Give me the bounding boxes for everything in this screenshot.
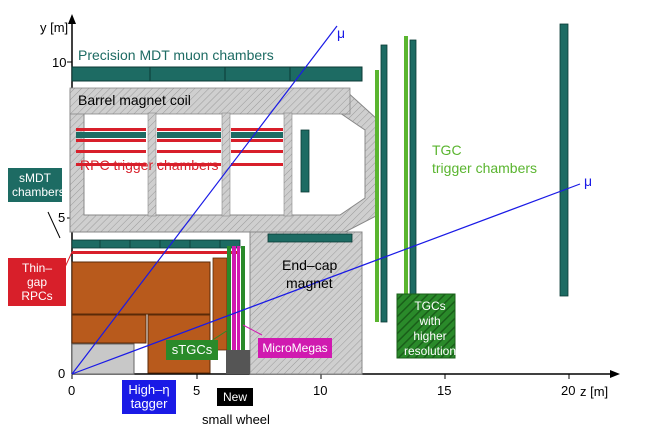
y-tick-0: 0 xyxy=(58,366,66,381)
micromegas-box: MicroMegas xyxy=(258,338,332,358)
tgc-hr-line1: TGCs with xyxy=(414,299,446,328)
barrel-coil-band xyxy=(69,87,351,115)
high-eta-line1: High–η xyxy=(128,382,170,397)
high-eta-tagger-box: High–η tagger xyxy=(122,380,176,414)
thin-gap-rpc-strip xyxy=(72,251,237,254)
x-axis-label: z [m] xyxy=(580,384,609,399)
endcap-mdt-strip xyxy=(267,233,353,243)
new-box-text: New xyxy=(222,390,247,404)
tgc-hr-line3: resolution xyxy=(404,344,457,358)
x-axis-ticks xyxy=(67,61,570,379)
calorimeter-block xyxy=(71,314,147,344)
x-axis-arrow xyxy=(610,370,620,378)
endcap-label-line2: magnet xyxy=(286,275,333,291)
tgc-label-line1: TGC xyxy=(432,142,462,158)
x-tick-5: 5 xyxy=(193,383,201,398)
smdt-chamber-dividers xyxy=(99,240,221,248)
thin-gap-box-line1: Thin–gap xyxy=(21,261,53,289)
tgc-hr-line2: higher xyxy=(413,329,447,343)
new-box: New xyxy=(217,388,253,406)
mdt-label: Precision MDT muon chambers xyxy=(78,47,274,63)
thin-gap-rpc-box: Thin–gap RPCs xyxy=(8,258,66,306)
y-tick-10: 10 xyxy=(52,55,67,70)
y-tick-5: 5 xyxy=(58,210,66,225)
mdt-chamber-top xyxy=(71,66,363,82)
smdt-box: sMDT chambers xyxy=(8,168,65,202)
stgc-box: sTGCs xyxy=(166,340,218,360)
tgc-label-line2: trigger chambers xyxy=(432,160,538,176)
rpc-mdt-middle-chambers xyxy=(76,128,310,193)
endcap-outer-stations xyxy=(375,23,569,359)
stgc-box-text: sTGCs xyxy=(171,342,213,357)
barrel-strut xyxy=(221,112,231,217)
x-tick-15: 15 xyxy=(437,383,452,398)
muon-track-1 xyxy=(71,25,338,375)
calorimeter-block xyxy=(71,261,211,315)
small-wheel-label: small wheel xyxy=(202,412,270,427)
thin-gap-box-line2: RPCs xyxy=(21,289,53,303)
inner-detector-block xyxy=(71,343,135,375)
x-tick-10: 10 xyxy=(313,383,328,398)
endcap-calorimeter xyxy=(212,257,228,351)
y-axis-arrow xyxy=(68,14,76,24)
endcap-label-line1: End–cap xyxy=(282,257,338,273)
tgc-high-res-box: TGCs with higher resolution xyxy=(400,296,460,362)
rpc-label: RPC trigger chambers xyxy=(80,157,219,173)
new-small-wheel-chambers xyxy=(226,246,250,374)
mdt-chamber-dividers xyxy=(149,67,291,81)
high-eta-line2: tagger xyxy=(130,396,168,411)
x-tick-0: 0 xyxy=(68,383,76,398)
muon-label-1: μ xyxy=(337,25,346,41)
barrel-strut xyxy=(147,112,157,217)
muon-track-2 xyxy=(71,183,581,375)
x-tick-20: 20 xyxy=(561,383,576,398)
muon-label-2: μ xyxy=(584,173,593,189)
y-axis-label: y [m] xyxy=(40,20,69,35)
barrel-strut xyxy=(283,112,293,217)
smdt-chamber-row xyxy=(71,239,241,249)
smdt-box-line1: sMDT xyxy=(19,171,51,185)
micromegas-box-text: MicroMegas xyxy=(262,341,328,355)
smdt-box-line2: chambers xyxy=(12,185,65,199)
barrel-coil-label: Barrel magnet coil xyxy=(78,92,191,108)
